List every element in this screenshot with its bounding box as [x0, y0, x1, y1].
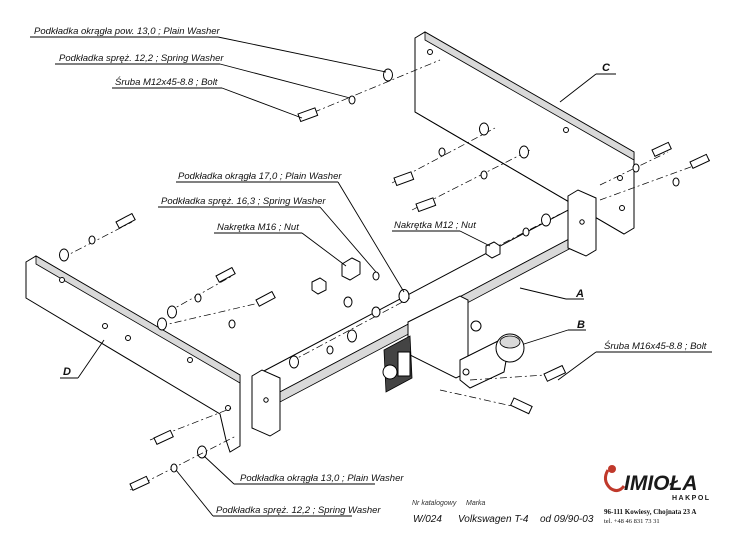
hook-ball-icon — [608, 465, 616, 473]
part-letter-c: C — [602, 62, 611, 74]
callout-nut-m12: Nakrętka M12 ; Nut — [394, 220, 476, 231]
company-address: 96-111 Kowiesy, Chojnata 23 A — [604, 508, 696, 516]
callout-plain-washer-17: Podkładka okrągła 17,0 ; Plain Washer — [178, 171, 342, 182]
hook-logo-icon — [603, 469, 626, 493]
part-letter-a: A — [575, 288, 584, 300]
callout-bolt-m16: Śruba M16x45-8.8 ; Bolt — [604, 340, 707, 352]
part-letter-d: D — [63, 366, 71, 378]
fastener-row-d — [59, 212, 276, 331]
callout-spring-washer-12-bottom: Podkładka spręż. 12,2 ; Spring Washer — [216, 505, 381, 516]
fastener-row-m16-bolt — [439, 364, 567, 415]
bracket-plate-c — [414, 31, 635, 235]
catalog-number: W/024 — [413, 514, 442, 525]
vehicle-model: Volkswagen T-4 — [458, 514, 529, 525]
callout-plain-washer-13-bottom: Podkładka okrągła 13,0 ; Plain Washer — [240, 473, 404, 484]
logo-subtitle: HAKPOL — [672, 495, 711, 502]
leader-lines — [30, 36, 712, 517]
brand-label: Marka — [466, 500, 486, 507]
catalog-number-label: Nr katalogowy — [412, 500, 457, 507]
part-letter-b: B — [577, 319, 585, 331]
production-date: od 09/90-03 — [540, 514, 594, 525]
fastener-row-right — [599, 141, 711, 201]
callout-nut-m16: Nakrętka M16 ; Nut — [217, 222, 299, 233]
fastener-row-top — [297, 59, 441, 123]
logo-text: IMIOŁA — [624, 472, 698, 495]
fastener-row-bottom — [129, 407, 237, 492]
fastener-row-c-mid — [391, 122, 561, 259]
ball-mount-b — [382, 295, 525, 393]
title-block: Nr katalogowy Marka W/024 Volkswagen T-4… — [412, 500, 594, 525]
bracket-plate-d — [25, 255, 241, 453]
company-phone: tel. +48 46 831 73 31 — [604, 518, 660, 525]
callout-spring-washer-12-top: Podkładka spręż. 12,2 ; Spring Washer — [59, 53, 224, 64]
fastener-row-m16 — [289, 257, 411, 369]
callout-bolt-m12: Śruba M12x45-8.8 ; Bolt — [115, 76, 218, 88]
callout-plain-washer-13-top: Podkładka okrągła pow. 13,0 ; Plain Wash… — [34, 26, 221, 37]
company-logo: IMIOŁA HAKPOL — [603, 465, 711, 502]
callout-spring-washer-16: Podkładka spręż. 16,3 ; Spring Washer — [161, 196, 326, 207]
